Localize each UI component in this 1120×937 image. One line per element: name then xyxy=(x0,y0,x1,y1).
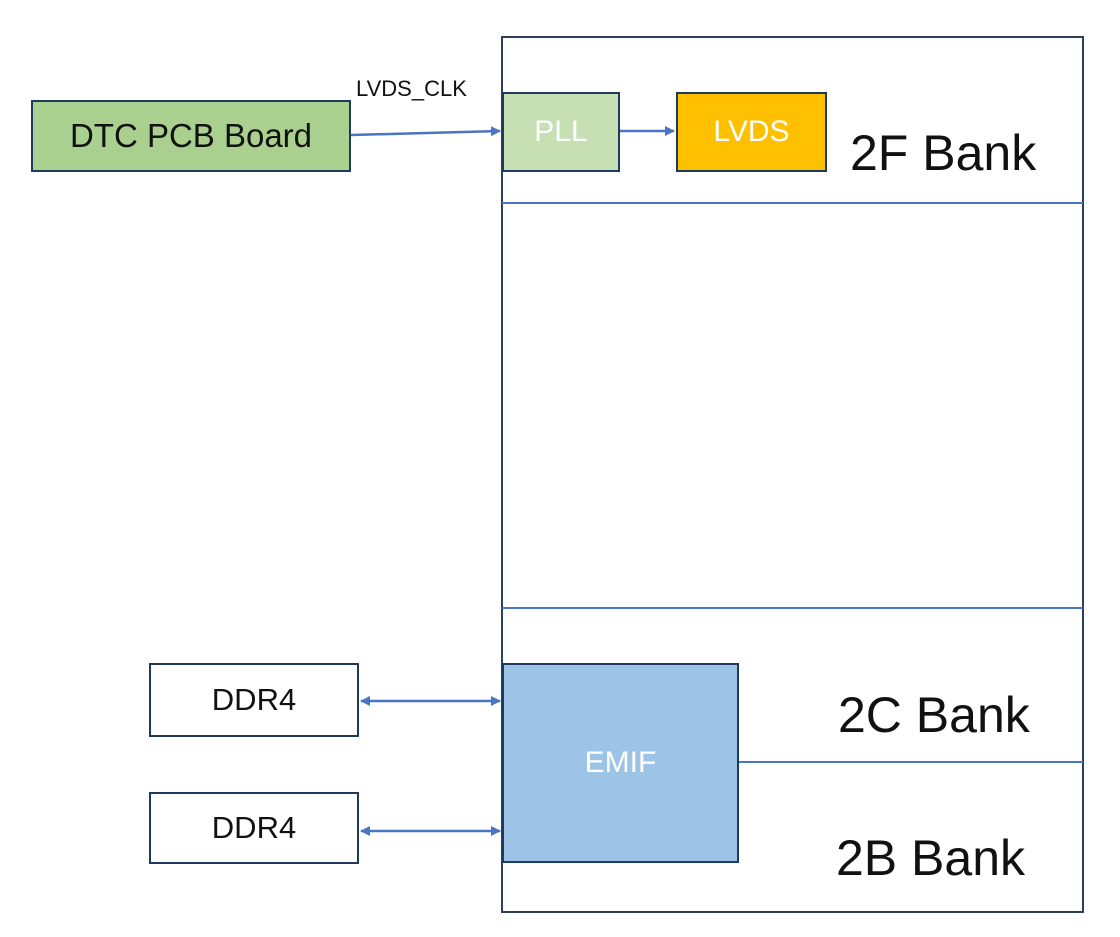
bank-label-2b: 2B Bank xyxy=(836,830,1026,886)
bank-divider-2c xyxy=(502,607,1083,609)
lvds-label: LVDS xyxy=(713,115,790,148)
lvds-clk-label: LVDS_CLK xyxy=(356,76,467,101)
dtc-pcb-board-label: DTC PCB Board xyxy=(69,117,313,154)
bank-label-2f: 2F Bank xyxy=(850,125,1037,181)
bank-divider-2f xyxy=(502,202,1083,204)
emif-block: EMIF xyxy=(502,663,739,863)
lvds-block: LVDS xyxy=(676,92,827,172)
pll-block: PLL xyxy=(502,92,620,172)
ddr4-block-bottom: DDR4 xyxy=(149,792,359,864)
lvds-clk-arrow-icon xyxy=(350,126,501,137)
bank-divider-2b xyxy=(739,761,1083,763)
pll-label: PLL xyxy=(534,115,588,148)
emif-label: EMIF xyxy=(584,746,657,779)
ddr4-bottom-label: DDR4 xyxy=(211,810,297,845)
dtc-pcb-board-block: DTC PCB Board xyxy=(31,100,351,172)
ddr4-top-label: DDR4 xyxy=(211,682,297,717)
ddr4-block-top: DDR4 xyxy=(149,663,359,737)
bank-label-2c: 2C Bank xyxy=(838,687,1030,743)
